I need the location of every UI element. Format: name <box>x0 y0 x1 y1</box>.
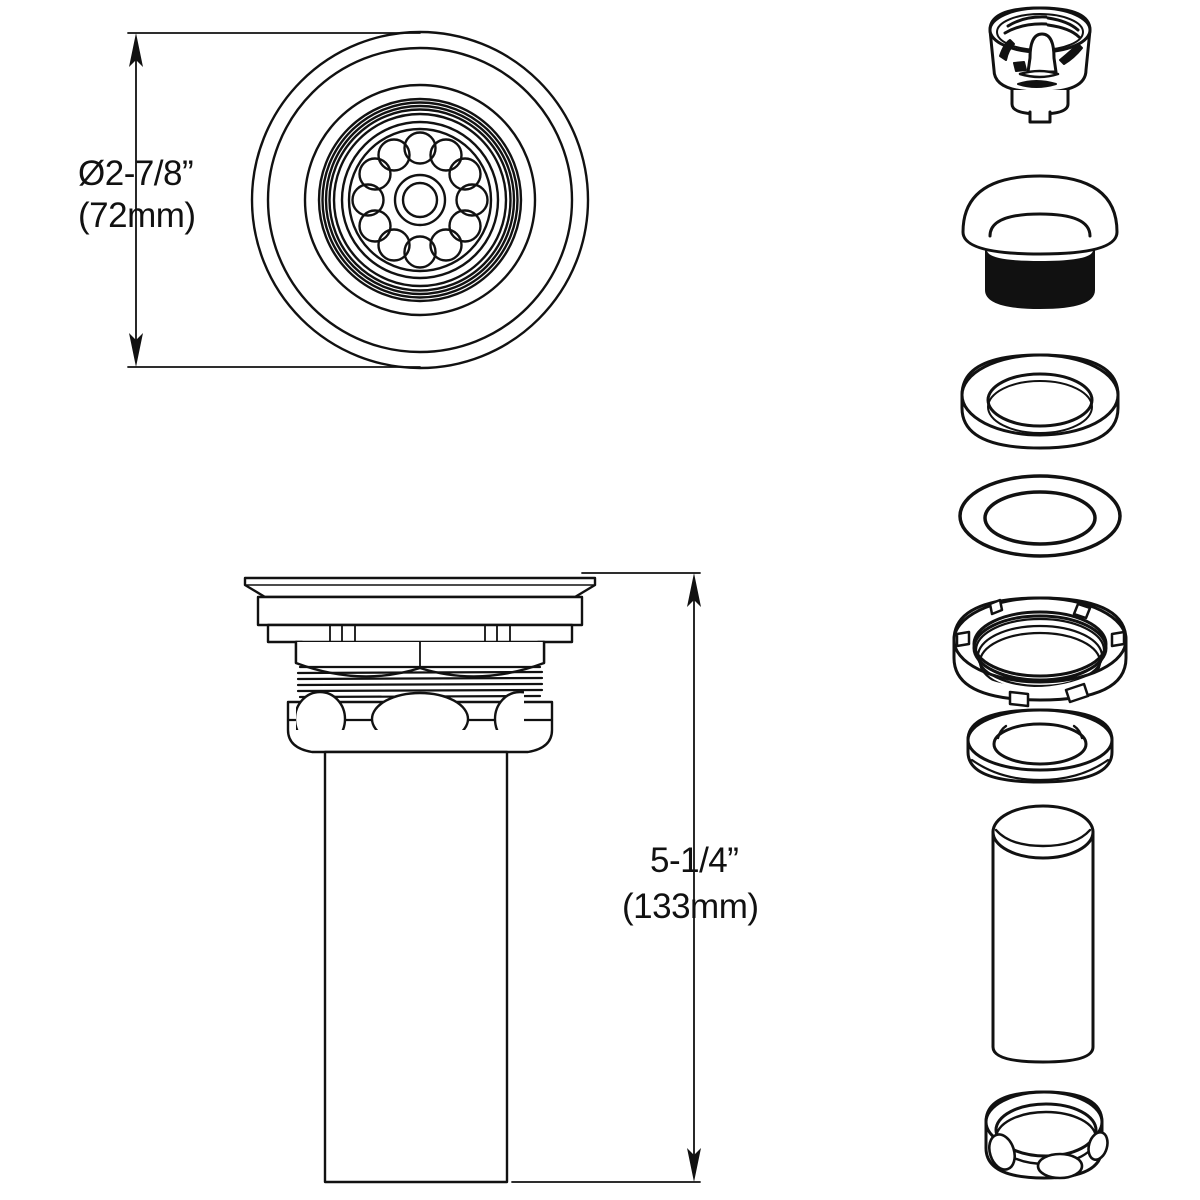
thread-line <box>296 670 544 675</box>
perforation-hole <box>351 183 385 217</box>
part-stopper-cap <box>961 174 1119 309</box>
locknut-notch <box>1072 602 1092 620</box>
basket-slot <box>1018 69 1060 79</box>
strainer-ring-5 <box>332 112 508 288</box>
locknut-notch <box>1110 630 1126 648</box>
collar-port-right <box>493 690 524 730</box>
flange-skirt <box>256 595 584 644</box>
thread-ring <box>976 624 1104 687</box>
perforation-hole <box>429 138 463 172</box>
height-label-line1: 5-1/4” <box>650 841 738 880</box>
slip-nut-port-left <box>988 1133 1016 1171</box>
diameter-label-line2: (72mm) <box>78 196 196 235</box>
part-tailpiece-tube <box>991 804 1095 1064</box>
side-view-assembly <box>243 576 597 1184</box>
basket-slot-dark <box>1017 80 1057 88</box>
basket-slot-dark <box>999 39 1015 61</box>
thread-line <box>296 688 544 693</box>
center-boss-outer <box>393 173 447 227</box>
perforation-hole <box>358 157 392 191</box>
arrowhead-down <box>129 333 143 367</box>
fiber-gasket-bore <box>983 490 1097 546</box>
perforation-hole <box>448 157 482 191</box>
arrowhead-down <box>687 1148 701 1182</box>
perforation-hole <box>377 228 411 262</box>
flange-plate-body <box>243 576 597 599</box>
collar-port-left <box>296 690 347 730</box>
basket-stem <box>1028 110 1052 124</box>
rubber-washer-bore <box>986 372 1094 428</box>
stopper-cap-crease <box>988 212 1092 238</box>
strainer-ring-2 <box>321 101 519 299</box>
strainer-ring-3 <box>324 104 516 296</box>
bevel-mark-left <box>996 724 1008 740</box>
basket-slot-dark <box>1059 43 1083 65</box>
top-view-strainer <box>250 30 590 370</box>
perforation-hole <box>358 209 392 243</box>
basket-slot-dark <box>1013 61 1027 72</box>
locknut-notch <box>955 630 971 648</box>
height-label-line2: (133mm) <box>622 887 759 926</box>
strainer-ring-6 <box>340 120 500 280</box>
threaded-section <box>296 665 544 699</box>
dimension-height <box>511 572 701 1183</box>
collar-ports <box>296 690 524 730</box>
locknut-notch <box>1064 682 1090 704</box>
flange-plate <box>243 576 597 599</box>
collar-with-ports <box>286 690 554 754</box>
basket-base <box>1010 88 1070 116</box>
perforation-hole <box>403 235 437 269</box>
collar-port-center <box>370 691 470 730</box>
tailpiece-tube-rim-inner <box>994 828 1092 848</box>
perforation-hole <box>448 209 482 243</box>
dimension-diameter <box>127 32 421 368</box>
strainer-ring-1 <box>317 97 523 303</box>
locknut-bore-edge <box>972 614 1108 682</box>
perforation-pitch-ring <box>347 127 493 273</box>
basket-slot <box>1006 15 1048 28</box>
part-fiber-gasket <box>958 474 1122 558</box>
strainer-ring-4 <box>328 108 512 292</box>
perforation-holes <box>351 131 489 269</box>
friction-washer-bottom-edge <box>970 758 1110 782</box>
part-rubber-washer <box>960 353 1120 450</box>
thread-line <box>296 676 544 681</box>
flange-inner-ring <box>266 46 574 354</box>
slip-nut-port-right <box>1087 1131 1109 1161</box>
perforation-hole <box>429 228 463 262</box>
basket-slot <box>1046 23 1081 39</box>
arrowhead-up <box>129 33 143 67</box>
basket-seat-ring <box>303 83 537 317</box>
tailpiece-tube-body <box>323 750 509 1184</box>
slip-nut-port-center <box>1036 1152 1084 1180</box>
diameter-label-line1: Ø2-7/8” <box>78 154 193 193</box>
rubber-washer-bore-lower <box>987 380 1093 434</box>
locknut-notch <box>1008 690 1030 708</box>
stopper-cap-post <box>985 249 1095 309</box>
locknut-notch <box>988 598 1004 616</box>
perforation-hole <box>403 131 437 165</box>
basket-slot <box>1046 16 1080 32</box>
basket-slot <box>1003 22 1048 35</box>
tailpiece-tube-wall <box>991 830 1095 1064</box>
flange-outer-ring <box>250 30 590 370</box>
bevel-mark-right <box>1072 724 1084 740</box>
part-locknut <box>952 596 1128 708</box>
center-boss-inner <box>401 181 439 219</box>
dimension-labels: Ø2-7/8” (72mm) 5-1/4” (133mm) <box>78 154 759 926</box>
thread-line <box>296 682 544 687</box>
part-basket-strainer <box>988 6 1092 124</box>
friction-washer-bore <box>992 722 1088 766</box>
perforation-hole <box>455 183 489 217</box>
part-friction-washer <box>966 708 1114 784</box>
perforation-hole <box>377 138 411 172</box>
tailpiece-tube-top-rim <box>991 804 1095 860</box>
tailpiece-tube-side <box>323 750 509 1184</box>
flange-skirt-body <box>256 595 584 627</box>
part-slip-nut-ring <box>984 1090 1109 1180</box>
flange-underplate <box>266 623 574 644</box>
basket-center-post <box>1026 32 1058 74</box>
arrowhead-up <box>687 573 701 607</box>
